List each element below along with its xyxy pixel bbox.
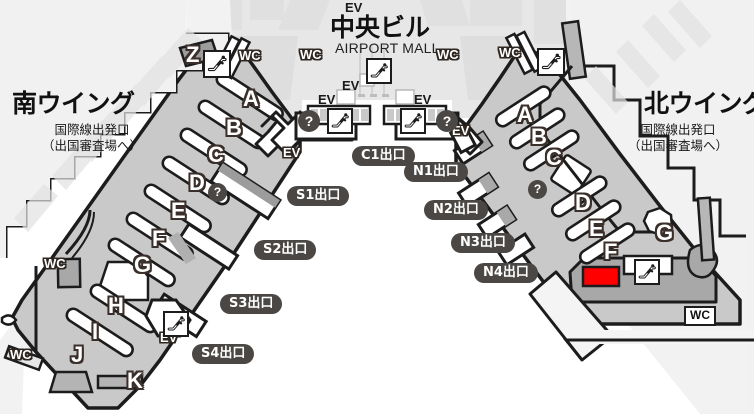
south-wing-interior [0, 0, 230, 410]
south-building-texture [14, 28, 202, 232]
escalator-mall-center-icon[interactable] [366, 58, 392, 84]
information-north-wing-icon[interactable]: ? [528, 180, 547, 199]
exit-label-N3出口[interactable]: N3出口 [451, 233, 515, 253]
central-mall-building [188, 0, 566, 118]
north-wing-concourse [394, 0, 754, 414]
exit-label-S1出口[interactable]: S1出口 [287, 186, 350, 206]
north-wing-interior [528, 0, 754, 414]
escalator-south-top-icon[interactable] [203, 50, 231, 78]
escalator-north-top-icon[interactable] [537, 48, 565, 76]
escalator-north-bottom-icon[interactable] [634, 259, 660, 285]
mall-stair-marks [358, 94, 389, 97]
exit-label-S3出口[interactable]: S3出口 [220, 294, 283, 314]
exit-label-N4出口[interactable]: N4出口 [474, 263, 538, 283]
exit-label-S2出口[interactable]: S2出口 [254, 240, 317, 260]
north-gate-stands [494, 85, 636, 265]
escalator-c1-icon[interactable] [327, 108, 353, 134]
south-wing-concourse [0, 0, 358, 414]
escalator-n1-icon[interactable] [400, 108, 426, 134]
information-center-left-icon[interactable]: ? [298, 110, 320, 132]
exit-label-S4出口[interactable]: S4出口 [192, 344, 255, 364]
exit-label-N1出口[interactable]: N1出口 [404, 162, 468, 182]
mall-interior-structures [196, 0, 566, 44]
south-gate-stands [65, 71, 284, 358]
information-south-wing-icon[interactable]: ? [208, 183, 227, 202]
exit-label-N2出口[interactable]: N2出口 [424, 200, 488, 220]
highlighted-counter [581, 265, 621, 288]
north-building-texture [584, 0, 712, 114]
information-center-right-icon[interactable]: ? [436, 110, 458, 132]
escalator-south-bottom-icon[interactable] [163, 311, 189, 337]
exit-label-C1出口[interactable]: C1出口 [352, 146, 415, 166]
